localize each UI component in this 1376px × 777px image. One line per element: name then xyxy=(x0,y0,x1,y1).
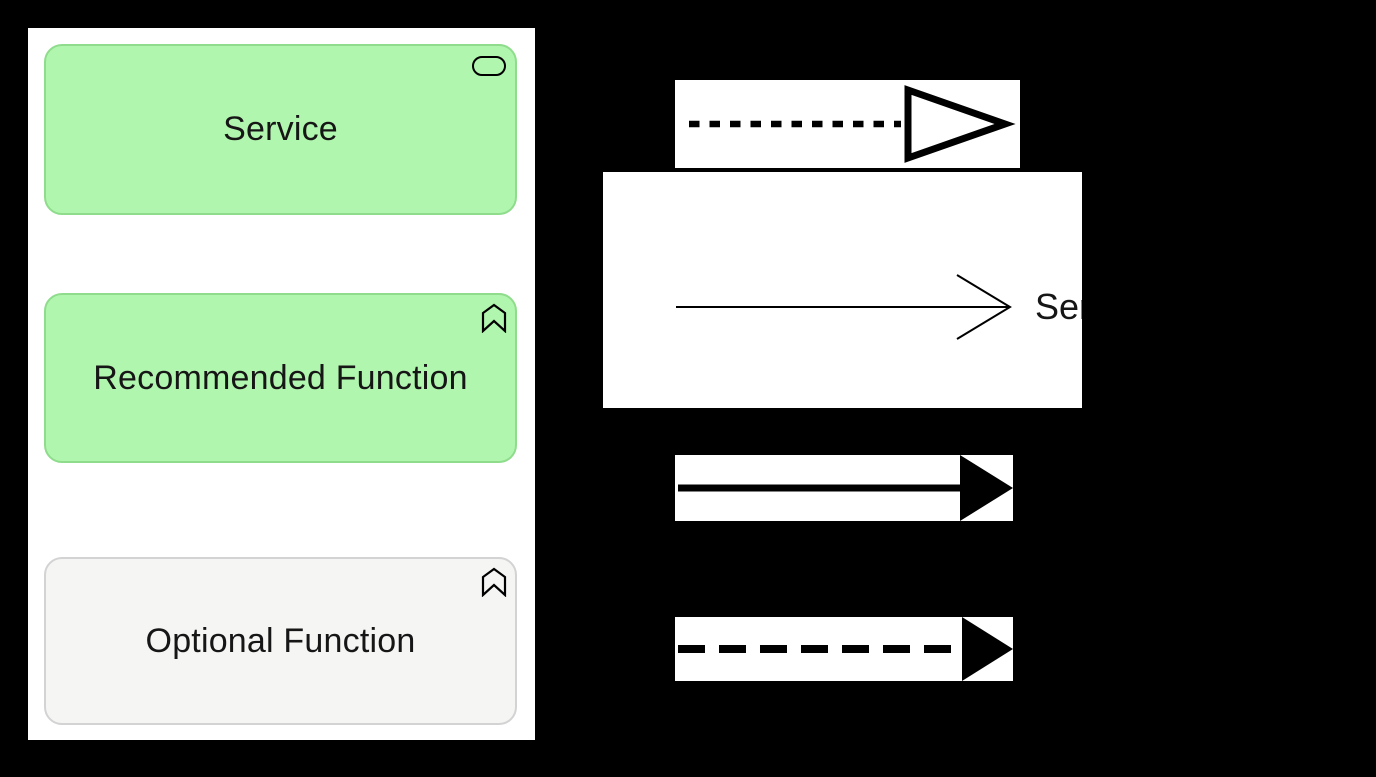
service-node-label: Service xyxy=(223,110,338,148)
serving-label: Ser xyxy=(1035,286,1082,327)
function-chevron-icon xyxy=(481,567,507,598)
recommended-function-label: Recommended Function xyxy=(93,358,468,397)
realization-arrow-icon xyxy=(689,85,1016,163)
triggering-relationship[interactable] xyxy=(675,455,1013,521)
triggering-arrow-icon xyxy=(678,455,1013,521)
optional-function-node[interactable]: Optional Function xyxy=(44,557,517,725)
stadium-icon xyxy=(472,56,506,76)
serving-arrow-icon xyxy=(676,274,1012,340)
optional-function-label: Optional Function xyxy=(145,621,416,660)
legend-panel: Service Recommended Function Optional Fu… xyxy=(28,28,535,740)
recommended-function-node[interactable]: Recommended Function xyxy=(44,293,517,463)
function-chevron-icon xyxy=(481,303,507,334)
flow-relationship[interactable] xyxy=(675,617,1013,681)
serving-relationship[interactable]: Ser xyxy=(603,172,1082,408)
service-node[interactable]: Service xyxy=(44,44,517,215)
realization-relationship[interactable] xyxy=(675,80,1020,168)
flow-arrow-icon xyxy=(678,617,1013,681)
